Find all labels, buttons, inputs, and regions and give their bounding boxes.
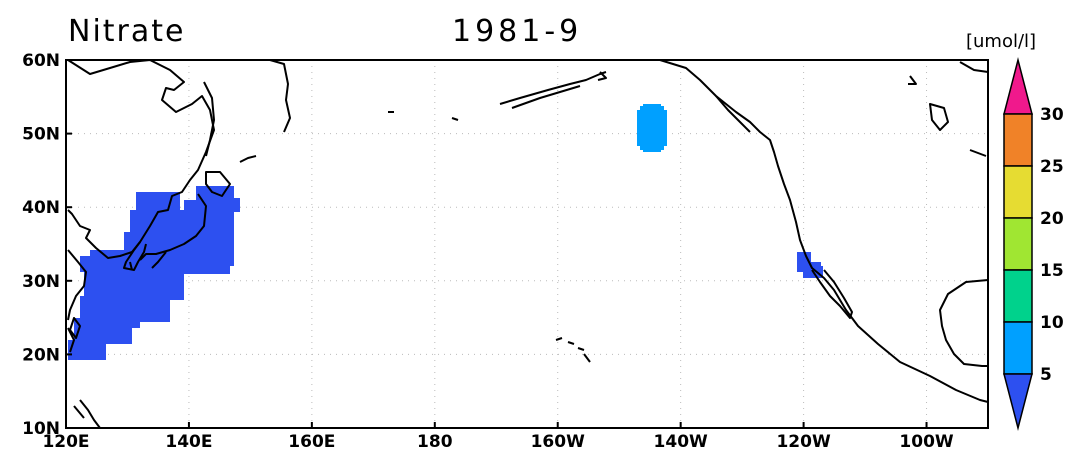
y-tick-label: 50N xyxy=(22,125,60,145)
region-nw-pacific xyxy=(68,186,240,360)
colorbar-box xyxy=(1003,165,1033,219)
colorbar-box xyxy=(1003,113,1033,167)
map-title-date: 1981-9 xyxy=(452,14,583,49)
colorbar: 5 10 15 20 25 30 xyxy=(1003,57,1064,431)
x-tick-label: 160E xyxy=(288,432,335,452)
x-tick-label: 140W xyxy=(654,432,708,452)
x-tick-label: 160W xyxy=(531,432,585,452)
y-tick-label: 20N xyxy=(22,345,60,365)
x-tick-label: 140E xyxy=(165,432,212,452)
colorbar-min-triangle xyxy=(1003,373,1033,431)
colorbar-label: 25 xyxy=(1040,157,1064,177)
map-frame xyxy=(65,59,989,429)
axis-tick-labels: 120E 140E 160E 180 160W 140W 120W 100W 60N 50N 40N… xyxy=(22,51,954,452)
y-tick-label: 30N xyxy=(22,272,60,292)
colorbar-max-triangle xyxy=(1003,57,1033,115)
x-tick-label: 120W xyxy=(776,432,830,452)
region-gulf-of-alaska xyxy=(637,104,667,152)
colorbar-box xyxy=(1003,269,1033,323)
coastlines xyxy=(67,59,989,429)
y-tick-label: 60N xyxy=(22,51,60,71)
x-tick-label: 120E xyxy=(42,432,89,452)
x-tick-label: 180 xyxy=(417,432,453,452)
colorbar-box xyxy=(1003,321,1033,375)
colorbar-label: 15 xyxy=(1040,261,1064,281)
concentration-cells xyxy=(68,104,823,360)
colorbar-box xyxy=(1003,217,1033,271)
map-title-variable: Nitrate xyxy=(68,14,186,49)
y-tick-label: 10N xyxy=(22,419,60,439)
colorbar-label: 30 xyxy=(1040,105,1064,125)
colorbar-label: 5 xyxy=(1040,365,1052,385)
y-tick-label: 40N xyxy=(22,198,60,218)
colorbar-units: [umol/l] xyxy=(966,31,1037,52)
colorbar-label: 10 xyxy=(1040,313,1064,333)
colorbar-label: 20 xyxy=(1040,209,1064,229)
x-tick-label: 100W xyxy=(899,432,953,452)
